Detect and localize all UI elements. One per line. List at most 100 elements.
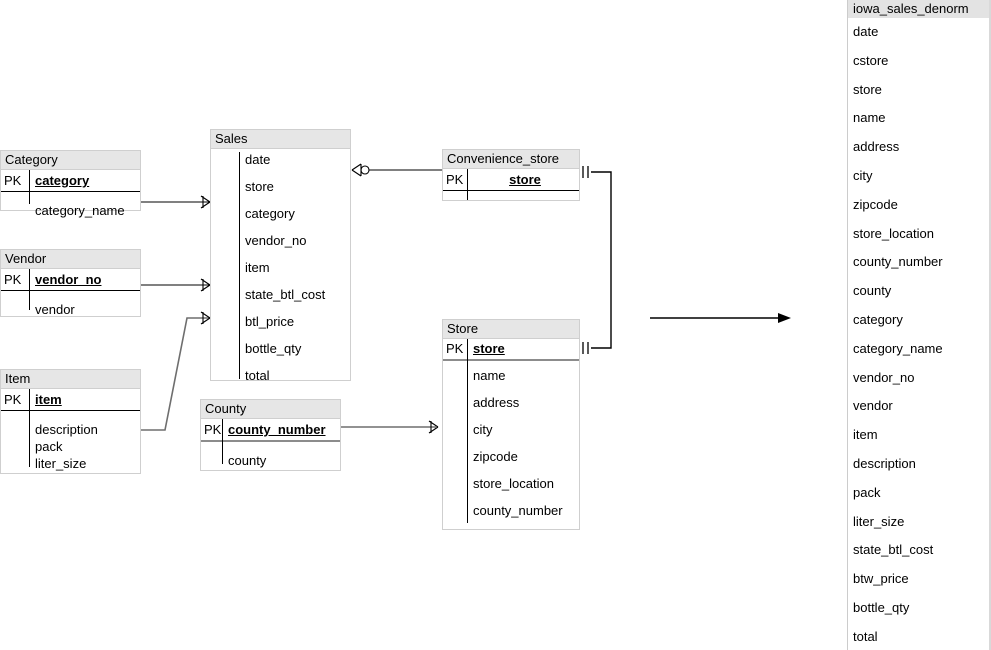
attr-store: store bbox=[245, 179, 274, 194]
denorm-column-item[interactable]: county_number bbox=[853, 254, 943, 270]
denorm-column-item[interactable]: bottle_qty bbox=[853, 599, 910, 615]
entity-item-pk-row: PK item bbox=[1, 389, 140, 410]
attr-state-btl-cost: state_btl_cost bbox=[245, 287, 326, 302]
denorm-column-item[interactable]: date bbox=[853, 24, 879, 39]
entity-category-pk-row: PK category bbox=[1, 170, 140, 191]
attr-name: name bbox=[473, 368, 506, 383]
pk-gutter-divider bbox=[29, 170, 30, 204]
entity-item[interactable]: Item PK item description pack liter_size bbox=[0, 369, 141, 474]
denorm-column-item[interactable]: vendor_no bbox=[853, 369, 915, 385]
entity-vendor-pk-row: PK vendor_no bbox=[1, 269, 140, 290]
pk-tag: PK bbox=[4, 173, 22, 188]
denorm-column-item[interactable]: name bbox=[853, 110, 886, 126]
entity-convenience-store-title: Convenience_store bbox=[443, 150, 579, 169]
entity-county-title: County bbox=[201, 400, 340, 419]
entity-vendor-body: PK vendor_no vendor bbox=[1, 269, 140, 317]
entity-store-pk-row: PK store bbox=[443, 339, 579, 359]
denorm-column-item[interactable]: city bbox=[853, 167, 873, 183]
entity-county-body: PK county_number county bbox=[201, 419, 340, 470]
entity-category-title: Category bbox=[1, 151, 140, 170]
attr-item: item bbox=[245, 260, 270, 275]
entity-sales-title: Sales bbox=[211, 130, 350, 149]
connector-category-sales bbox=[141, 195, 211, 209]
entity-vendor[interactable]: Vendor PK vendor_no vendor bbox=[0, 249, 141, 317]
pk-tag: PK bbox=[4, 272, 22, 287]
denorm-column-item[interactable]: county bbox=[853, 283, 892, 299]
pk-separator bbox=[201, 440, 340, 442]
denorm-column-item[interactable]: address bbox=[853, 139, 900, 155]
pk-separator bbox=[1, 290, 140, 291]
attr-category-name: category_name bbox=[35, 203, 125, 218]
pk-gutter-divider bbox=[29, 269, 30, 310]
connector-sales-conveniencestore bbox=[351, 163, 443, 177]
attr-description: description bbox=[35, 422, 98, 437]
denorm-column-item[interactable]: category_name bbox=[853, 340, 943, 356]
attr-category: category bbox=[245, 206, 295, 221]
pk-tag: PK bbox=[446, 172, 464, 187]
entity-category-body: PK category category_name bbox=[1, 170, 140, 218]
attr-total: total bbox=[245, 368, 270, 383]
pk-field-item: item bbox=[35, 392, 62, 407]
pk-field-store: store bbox=[473, 341, 505, 356]
denorm-column-item[interactable]: btw_price bbox=[853, 571, 909, 587]
denorm-column-item[interactable]: category bbox=[853, 311, 903, 327]
pk-field-vendor-no: vendor_no bbox=[35, 272, 102, 287]
pk-gutter-divider bbox=[29, 389, 30, 467]
denorm-column-item[interactable]: total bbox=[853, 628, 878, 644]
denorm-column-item[interactable]: state_btl_cost bbox=[853, 542, 934, 558]
entity-category[interactable]: Category PK category category_name bbox=[0, 150, 141, 218]
denorm-column-list[interactable]: date cstore store name address city zipcode sto… bbox=[848, 18, 991, 650]
attr-address: address bbox=[473, 395, 520, 410]
connector-vendor-sales bbox=[141, 278, 211, 292]
pk-separator bbox=[443, 359, 579, 361]
attr-store-location: store_location bbox=[473, 476, 554, 491]
denorm-column-item[interactable]: description bbox=[853, 455, 916, 471]
entity-county[interactable]: County PK county_number county bbox=[200, 399, 341, 471]
connector-county-store bbox=[341, 420, 439, 434]
connector-conveniencestore-store bbox=[582, 166, 612, 354]
denorm-column-item[interactable]: store_location bbox=[853, 225, 934, 241]
pk-field-category: category bbox=[35, 173, 90, 188]
attr-date: date bbox=[245, 152, 271, 167]
pk-tag: PK bbox=[446, 341, 464, 356]
pk-separator bbox=[1, 410, 140, 411]
entity-sales[interactable]: Sales date store category vendor_no item… bbox=[210, 129, 351, 383]
pk-separator bbox=[1, 191, 140, 192]
entity-store-body: PK store name address city zipcode store… bbox=[443, 339, 579, 529]
entity-store[interactable]: Store PK store name address city zipcode… bbox=[442, 319, 580, 530]
pk-field-store: store bbox=[509, 172, 541, 187]
denorm-column-item[interactable]: pack bbox=[853, 484, 881, 500]
attr-vendor-no: vendor_no bbox=[245, 233, 307, 248]
denorm-column-item[interactable]: zipcode bbox=[853, 196, 898, 212]
attr-liter-size: liter_size bbox=[35, 456, 87, 471]
denorm-column-item[interactable]: cstore bbox=[853, 52, 889, 68]
entity-convenience-store-body: PK store bbox=[443, 169, 579, 200]
attr-bottle-qty: bottle_qty bbox=[245, 341, 302, 356]
pk-gutter-divider bbox=[467, 339, 468, 523]
pk-separator bbox=[443, 190, 579, 191]
denorm-column-item[interactable]: liter_size bbox=[853, 513, 905, 529]
denorm-scrollbar[interactable] bbox=[989, 0, 991, 650]
pk-tag: PK bbox=[204, 422, 222, 437]
entity-item-title: Item bbox=[1, 370, 140, 389]
attr-county: county bbox=[228, 453, 267, 468]
denorm-column-item[interactable]: vendor bbox=[853, 398, 893, 414]
denorm-column-item[interactable]: store bbox=[853, 81, 882, 97]
attr-zipcode: zipcode bbox=[473, 449, 518, 464]
pk-gutter-divider bbox=[467, 169, 468, 200]
entity-convenience-store-pk-row: PK store bbox=[443, 169, 579, 190]
entity-vendor-title: Vendor bbox=[1, 250, 140, 269]
pk-tag: PK bbox=[4, 392, 22, 407]
entity-county-pk-row: PK county_number bbox=[201, 419, 340, 440]
entity-store-title: Store bbox=[443, 320, 579, 339]
denorm-column-item[interactable]: item bbox=[853, 427, 878, 443]
entity-convenience-store[interactable]: Convenience_store PK store bbox=[442, 149, 580, 201]
entity-item-body: PK item description pack liter_size bbox=[1, 389, 140, 473]
attr-vendor: vendor bbox=[35, 302, 75, 317]
attr-pack: pack bbox=[35, 439, 63, 454]
transform-arrow-icon bbox=[650, 313, 791, 323]
attr-btl-price: btl_price bbox=[245, 314, 295, 329]
pk-field-county-number: county_number bbox=[228, 422, 326, 437]
pk-gutter-divider bbox=[222, 419, 223, 464]
